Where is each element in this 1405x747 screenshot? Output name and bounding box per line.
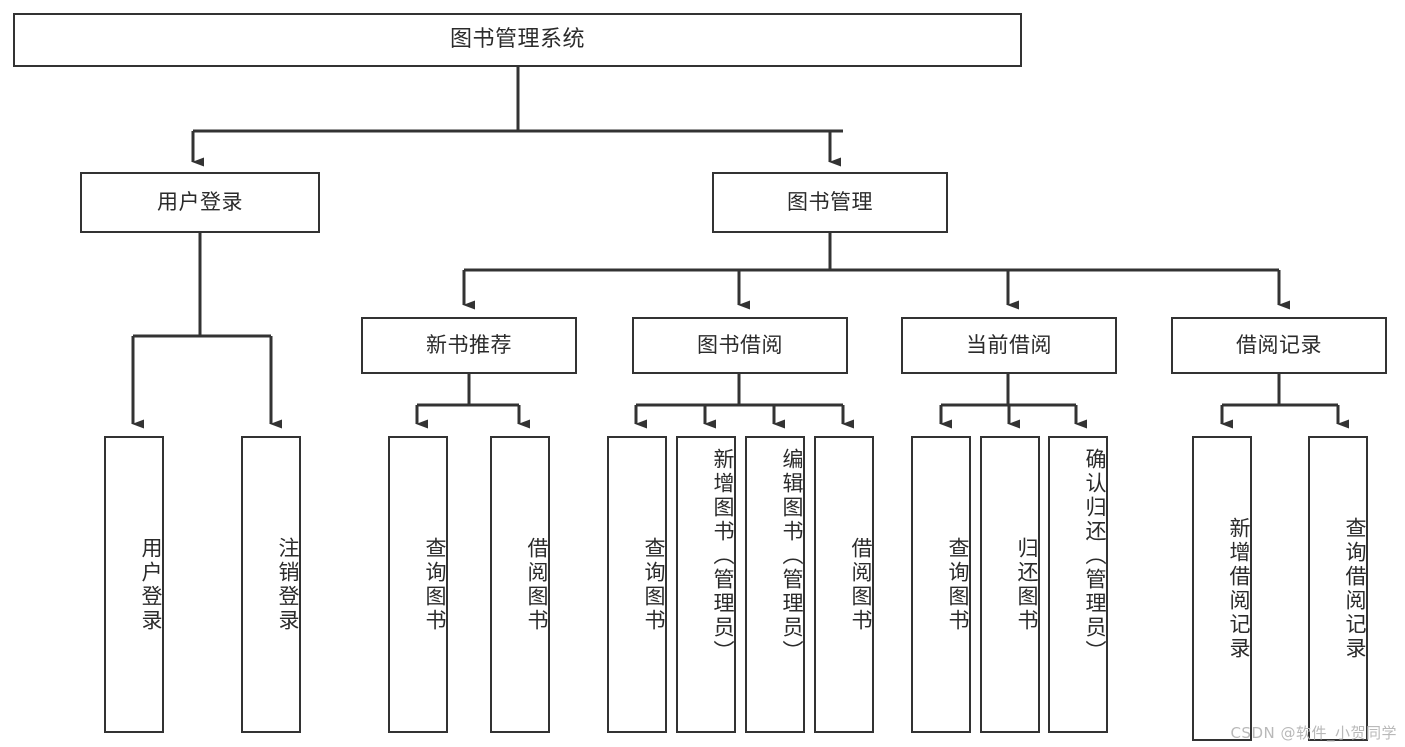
node-root-system[interactable]: 图书管理系统	[13, 13, 1022, 67]
node-book-borrow[interactable]: 图书借阅	[632, 317, 848, 374]
leaf-bookborrow-borrow-book[interactable]: 借阅图书	[814, 436, 874, 733]
node-book-manage[interactable]: 图书管理	[712, 172, 948, 233]
leaf-bookborrow-add-book[interactable]: 新增图书（管理员）	[676, 436, 736, 733]
leaf-bookborrow-query-book[interactable]: 查询图书	[607, 436, 667, 733]
node-label: 借阅记录	[1236, 333, 1322, 358]
leaf-user-login-logout[interactable]: 注销登录	[241, 436, 301, 733]
node-current-borrow[interactable]: 当前借阅	[901, 317, 1117, 374]
leaf-newbook-query-book[interactable]: 查询图书	[388, 436, 448, 733]
node-label: 用户登录	[139, 536, 163, 633]
node-label: 图书管理系统	[449, 27, 585, 53]
node-label: 新增借阅记录	[1227, 516, 1251, 661]
node-label: 编辑图书（管理员）	[780, 448, 804, 664]
leaf-bookborrow-edit-book[interactable]: 编辑图书（管理员）	[745, 436, 805, 733]
node-label: 用户登录	[157, 190, 243, 215]
node-label: 查询图书	[423, 536, 447, 633]
csdn-watermark: CSDN @软件_小贺同学	[1230, 724, 1397, 742]
leaf-user-login-login[interactable]: 用户登录	[104, 436, 164, 733]
node-label: 确认归还（管理员）	[1083, 448, 1107, 664]
node-user-login[interactable]: 用户登录	[80, 172, 320, 233]
leaf-currentborrow-confirm-return[interactable]: 确认归还（管理员）	[1048, 436, 1108, 733]
leaf-currentborrow-query-book[interactable]: 查询图书	[911, 436, 971, 733]
node-label: 图书借阅	[697, 333, 783, 358]
node-borrow-record[interactable]: 借阅记录	[1171, 317, 1387, 374]
node-label: 查询图书	[946, 536, 970, 633]
node-label: 当前借阅	[966, 333, 1052, 358]
node-label: 借阅图书	[849, 536, 873, 633]
node-label: 图书管理	[787, 190, 873, 215]
leaf-borrowrecord-query-record[interactable]: 查询借阅记录	[1308, 436, 1368, 741]
leaf-currentborrow-return-book[interactable]: 归还图书	[980, 436, 1040, 733]
node-label: 注销登录	[276, 536, 300, 633]
leaf-borrowrecord-add-record[interactable]: 新增借阅记录	[1192, 436, 1252, 741]
node-label: 新书推荐	[426, 333, 512, 358]
node-label: 借阅图书	[525, 536, 549, 633]
node-label: 查询借阅记录	[1343, 516, 1367, 661]
node-label: 查询图书	[642, 536, 666, 633]
node-label: 新增图书（管理员）	[711, 448, 735, 664]
leaf-newbook-borrow-book[interactable]: 借阅图书	[490, 436, 550, 733]
node-label: 归还图书	[1015, 536, 1039, 633]
node-new-book-recommend[interactable]: 新书推荐	[361, 317, 577, 374]
